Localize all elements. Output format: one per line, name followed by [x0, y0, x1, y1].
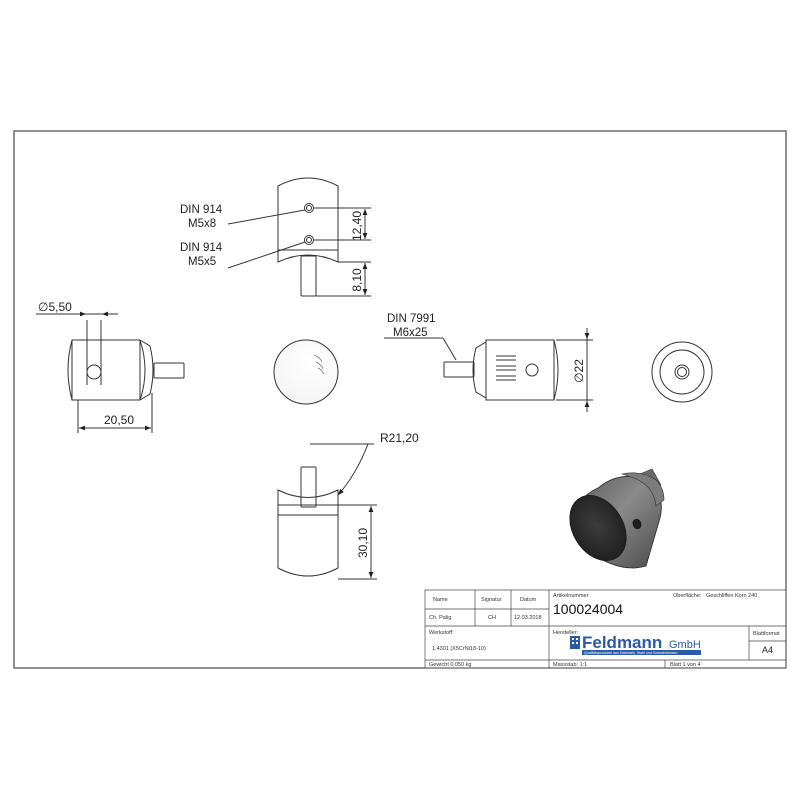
right-callout-line2: M6x25 — [393, 327, 428, 339]
left-view-step — [139, 339, 154, 401]
right-view — [384, 328, 593, 412]
top-callout-1-line2: M5x8 — [188, 218, 216, 230]
tb-material-value: 1.4301 (X5CrNi18-10) — [432, 646, 486, 652]
drawing-frame — [13, 130, 787, 669]
title-block — [424, 589, 787, 669]
logo-tagline-bar — [582, 650, 701, 655]
tb-date: 12.03.2018 — [514, 615, 542, 621]
top-view-hole-1 — [304, 203, 314, 213]
end-view-inner — [659, 349, 705, 395]
top-view-hole-2 — [304, 235, 314, 245]
right-callout-line1: DIN 7991 — [387, 313, 436, 325]
iso-hole — [632, 518, 642, 530]
top-view-body — [277, 177, 339, 251]
dim-hole-spacing: 12,40 — [350, 211, 364, 241]
dim-diameter: ∅22 — [572, 359, 586, 383]
logo-tagline: Qualitätsprodukte aus Edelstahl, Stahl u… — [584, 651, 678, 655]
tb-header-date: Datum — [520, 597, 537, 603]
bottom-view-saddle — [277, 489, 339, 506]
logo-company-suffix: GmbH — [669, 639, 701, 651]
top-view-pin — [300, 255, 317, 297]
top-callout-2-line2: M5x5 — [188, 256, 216, 268]
left-view-hole — [86, 364, 102, 380]
end-view-bore — [674, 364, 690, 380]
tb-surface-label: Oberfläche: — [673, 593, 702, 599]
tb-article-label: Artikelnummer — [553, 593, 589, 599]
tb-material-label: Werkstoff: — [429, 630, 454, 636]
dim-hole-position: 20,50 — [104, 413, 134, 427]
bottom-view-pin — [300, 466, 317, 508]
company-logo: Feldmann GmbH Qualitätsprodukte aus Edel… — [570, 633, 701, 655]
tb-scale: Massstab: 1:1 — [553, 662, 587, 668]
logo-company-name: Feldmann — [582, 633, 662, 652]
dim-pin-length: 8,10 — [350, 268, 364, 292]
dim-radius: R21,20 — [380, 431, 419, 445]
tb-drawn-by: Ch. Palig — [429, 615, 451, 621]
tb-header-signature: Signatur — [481, 597, 502, 603]
front-view — [273, 339, 339, 405]
tb-manufacturer-label: Hersteller: — [553, 630, 579, 636]
iso-step — [620, 472, 665, 507]
right-view-hole — [525, 363, 539, 377]
dim-hole-diameter: ∅5,50 — [38, 300, 72, 314]
tb-weight: Gewicht 0.050 kg — [429, 662, 472, 668]
dim-length: 30,10 — [356, 528, 370, 558]
top-view-saddle — [277, 250, 339, 263]
bottom-view — [277, 443, 377, 580]
tb-format-value: A4 — [762, 645, 773, 655]
left-view-body — [67, 339, 146, 401]
left-view-pin — [153, 362, 185, 379]
left-view — [36, 311, 185, 433]
end-view — [651, 341, 713, 403]
tb-signature: CH — [488, 615, 496, 621]
tb-format-label: Blattformat — [753, 631, 780, 637]
top-view — [227, 177, 371, 297]
isometric-render — [569, 468, 665, 569]
right-view-pin — [443, 361, 475, 378]
front-view-sphere — [273, 339, 339, 405]
top-callout-2-line1: DIN 914 — [180, 242, 223, 254]
tb-article-number: 100024004 — [553, 601, 623, 617]
right-view-step — [472, 341, 487, 399]
top-callout-1-line1: DIN 914 — [180, 204, 223, 216]
tb-header-name: Name — [433, 597, 448, 603]
tb-surface-value: Geschliffen Korn 240 — [706, 593, 757, 599]
bottom-view-body — [277, 504, 339, 577]
tb-sheet: Blatt 1 von 4 — [670, 662, 701, 668]
iso-end-face — [569, 495, 627, 561]
end-view-outer — [651, 341, 713, 403]
logo-emblem — [570, 636, 580, 649]
